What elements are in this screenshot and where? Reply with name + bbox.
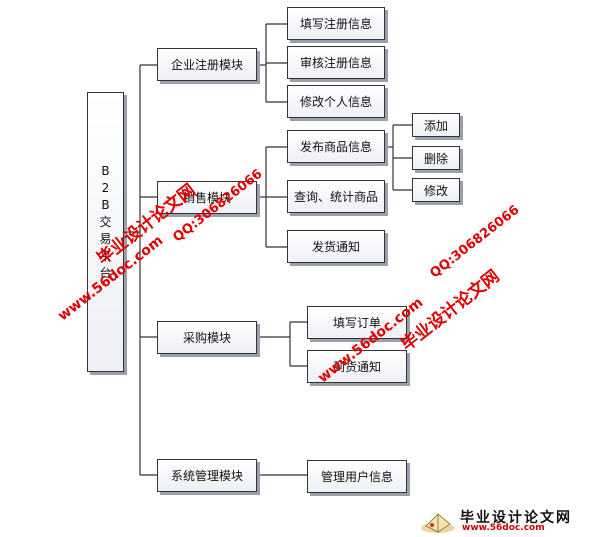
node-review-registration: 审核注册信息 (287, 46, 385, 79)
root-char-7: 台 (99, 266, 112, 280)
node-query-statistics: 查询、统计商品 (287, 180, 385, 213)
root-char-3: B (101, 198, 110, 212)
node-action-modify: 修改 (412, 178, 460, 202)
node-action-delete: 删除 (412, 146, 460, 170)
node-arrival-notice: 到货通知 (307, 350, 407, 383)
root-char-5: 易 (99, 232, 112, 246)
node-action-add: 添加 (412, 113, 460, 137)
root-char-6: 平 (99, 249, 112, 263)
module-purchasing: 采购模块 (157, 321, 257, 354)
node-manage-user-info: 管理用户信息 (307, 460, 407, 493)
root-char-2: 2 (101, 181, 110, 195)
node-fill-registration: 填写注册信息 (287, 7, 385, 40)
module-sales: 销售模块 (157, 181, 257, 214)
node-fill-order: 填写订单 (307, 306, 407, 339)
module-enterprise-registration: 企业注册模块 (157, 48, 257, 81)
root-char-4: 交 (99, 215, 112, 229)
node-shipping-notice: 发货通知 (287, 230, 385, 263)
module-system-management: 系统管理模块 (157, 459, 257, 492)
logo-title: 毕业设计论文网 (460, 510, 572, 526)
book-logo-icon (421, 513, 455, 533)
node-publish-product: 发布商品信息 (287, 130, 385, 163)
root-char-1: B (101, 164, 110, 178)
node-modify-personal-info: 修改个人信息 (287, 85, 385, 118)
root-node: B 2 B 交 易 平 台 (87, 92, 124, 372)
logo-url: www.56doc.com (462, 523, 545, 533)
